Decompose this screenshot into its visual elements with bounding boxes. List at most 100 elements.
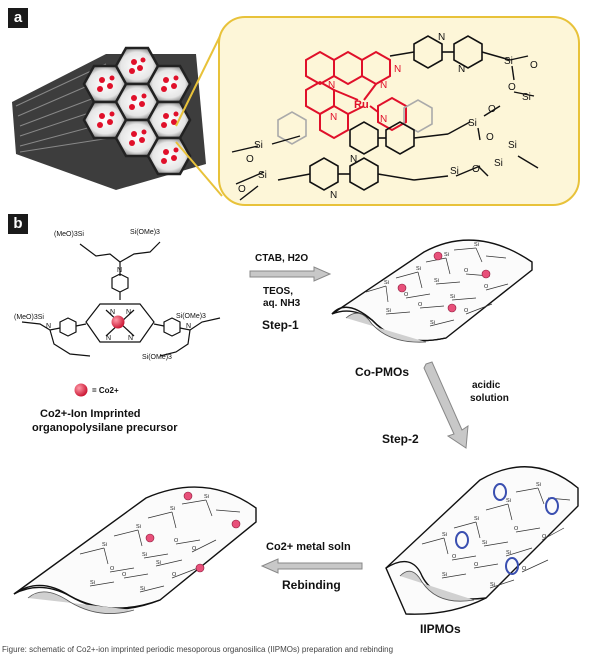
svg-text:Si: Si bbox=[442, 572, 447, 578]
svg-text:O: O bbox=[474, 562, 479, 568]
svg-text:Si: Si bbox=[258, 170, 267, 181]
figure-caption: Figure: schematic of Co2+-ion imprinted … bbox=[2, 645, 394, 654]
svg-text:O: O bbox=[488, 104, 496, 115]
svg-text:O: O bbox=[452, 554, 457, 560]
svg-text:O: O bbox=[172, 572, 177, 578]
svg-text:Si: Si bbox=[536, 482, 541, 488]
svg-text:O: O bbox=[464, 268, 469, 274]
svg-text:O: O bbox=[174, 538, 179, 544]
copmos-label: Co-PMOs bbox=[355, 365, 409, 379]
rebind-arrow-icon bbox=[260, 558, 363, 574]
honeycomb-bundle bbox=[12, 46, 206, 190]
svg-text:O: O bbox=[122, 572, 127, 578]
svg-text:Si: Si bbox=[416, 266, 421, 272]
precursor-group-2: Si(OMe)3 bbox=[130, 229, 160, 236]
cobalt-ion-icon bbox=[111, 315, 125, 329]
svg-text:Si: Si bbox=[522, 92, 531, 103]
svg-text:N: N bbox=[380, 80, 387, 91]
svg-text:O: O bbox=[508, 82, 516, 93]
svg-text:Si: Si bbox=[204, 494, 209, 500]
rebind-reagent: Co2+ metal soln bbox=[266, 541, 351, 553]
svg-text:Si: Si bbox=[386, 308, 391, 314]
svg-text:O: O bbox=[530, 60, 538, 71]
step1-reagent-1: CTAB, H2O bbox=[255, 253, 309, 264]
iipmos-label: IIPMOs bbox=[420, 622, 461, 636]
svg-text:N: N bbox=[438, 32, 445, 43]
svg-text:O: O bbox=[522, 566, 527, 572]
svg-text:Si: Si bbox=[254, 140, 263, 151]
precursor-group-1: (MeO)3Si bbox=[54, 231, 84, 238]
svg-text:N: N bbox=[458, 64, 465, 75]
step2-reagent-2: solution bbox=[470, 393, 509, 404]
step1-label: Step-1 bbox=[262, 318, 299, 332]
svg-text:N: N bbox=[380, 114, 387, 125]
svg-text:Si: Si bbox=[384, 280, 389, 286]
cobalt-legend-label: = Co2+ bbox=[92, 386, 119, 395]
svg-text:Si: Si bbox=[136, 524, 141, 530]
imprinted-cavity bbox=[505, 557, 519, 575]
svg-text:Si: Si bbox=[102, 542, 107, 548]
svg-text:Si: Si bbox=[450, 166, 459, 177]
svg-text:N: N bbox=[126, 309, 131, 316]
step1-reagent-3: aq. NH3 bbox=[263, 298, 301, 309]
svg-text:Ru: Ru bbox=[354, 99, 369, 111]
svg-text:Si: Si bbox=[142, 552, 147, 558]
svg-text:O: O bbox=[246, 154, 254, 165]
svg-text:N: N bbox=[330, 112, 337, 123]
svg-text:Si: Si bbox=[442, 532, 447, 538]
svg-text:Si: Si bbox=[482, 540, 487, 546]
precursor-group-4: Si(OMe)3 bbox=[176, 313, 206, 320]
step2-arrow-icon bbox=[423, 361, 469, 449]
svg-text:O: O bbox=[542, 534, 547, 540]
svg-text:Si: Si bbox=[504, 56, 513, 67]
panel-a-label: a bbox=[8, 8, 28, 28]
svg-text:Si: Si bbox=[474, 516, 479, 522]
svg-text:Si: Si bbox=[506, 498, 511, 504]
step2-reagent-1: acidic bbox=[472, 380, 501, 391]
svg-text:O: O bbox=[110, 566, 115, 572]
cobalt-legend-icon bbox=[74, 383, 88, 397]
svg-text:N: N bbox=[330, 190, 337, 201]
svg-text:Si: Si bbox=[508, 140, 517, 151]
precursor-molecule: N N N N N N N bbox=[21, 241, 221, 357]
svg-text:N: N bbox=[128, 335, 133, 342]
svg-text:O: O bbox=[486, 132, 494, 143]
svg-text:Si: Si bbox=[434, 278, 439, 284]
svg-text:Si: Si bbox=[156, 560, 161, 566]
imprinted-cavity bbox=[455, 531, 469, 549]
rebind-label: Rebinding bbox=[282, 578, 341, 592]
svg-text:Si: Si bbox=[444, 252, 449, 258]
svg-text:N: N bbox=[328, 80, 335, 91]
svg-text:O: O bbox=[192, 546, 197, 552]
panel-b-label: b bbox=[8, 214, 28, 234]
imprinted-cavity bbox=[545, 497, 559, 515]
svg-text:Si: Si bbox=[450, 294, 455, 300]
svg-text:O: O bbox=[418, 302, 423, 308]
svg-text:N: N bbox=[46, 323, 51, 330]
svg-text:Si: Si bbox=[170, 506, 175, 512]
svg-text:Si: Si bbox=[494, 158, 503, 169]
svg-text:N: N bbox=[110, 309, 115, 316]
svg-text:O: O bbox=[472, 164, 480, 175]
svg-text:Si: Si bbox=[90, 580, 95, 586]
step2-label: Step-2 bbox=[382, 432, 419, 446]
svg-text:Si: Si bbox=[430, 320, 435, 326]
precursor-caption-2: organopolysilane precursor bbox=[32, 422, 178, 434]
step1-reagent-2: TEOS, bbox=[263, 286, 294, 297]
imprinted-cavity bbox=[493, 483, 507, 501]
svg-text:Si: Si bbox=[490, 582, 495, 588]
svg-text:O: O bbox=[464, 308, 469, 314]
svg-text:N: N bbox=[106, 335, 111, 342]
svg-text:O: O bbox=[404, 292, 409, 298]
svg-text:Si: Si bbox=[468, 118, 477, 129]
svg-text:N: N bbox=[394, 64, 401, 75]
svg-text:Si: Si bbox=[506, 550, 511, 556]
svg-text:N: N bbox=[186, 323, 191, 330]
svg-text:N: N bbox=[117, 267, 122, 274]
step1-arrow-icon bbox=[249, 266, 332, 282]
svg-text:O: O bbox=[484, 284, 489, 290]
